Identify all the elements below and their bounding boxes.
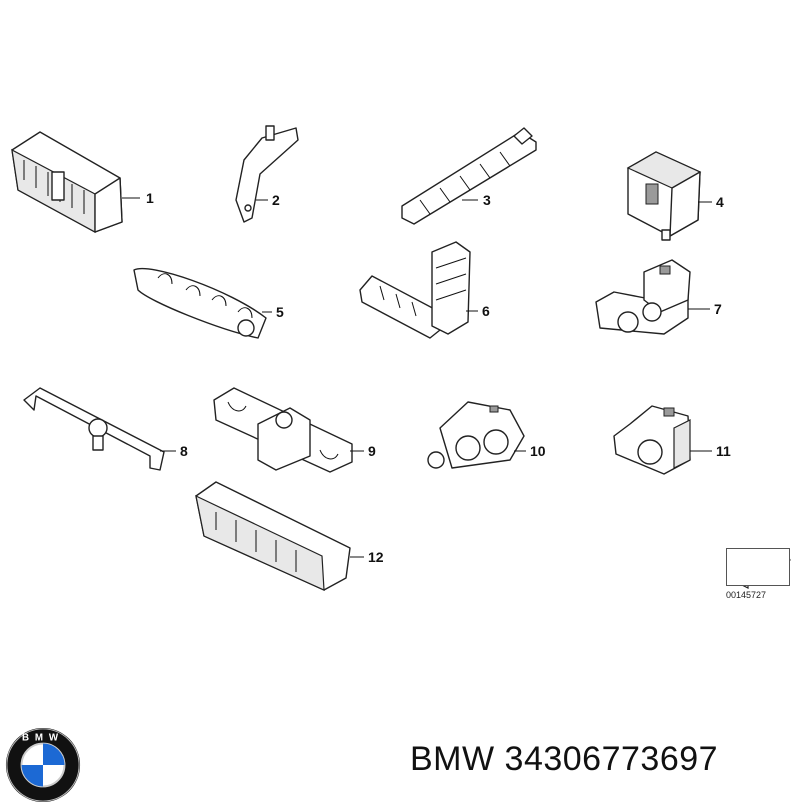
part-4-block-clip xyxy=(626,151,702,241)
part-10-pin-clip xyxy=(427,401,525,469)
callout-6: 6 xyxy=(482,303,490,319)
part-12-bracket xyxy=(195,481,351,591)
part-3-comb-strip xyxy=(401,127,537,225)
part-9-center-clip xyxy=(213,387,353,473)
part-1-bracket xyxy=(11,131,123,234)
callout-8: 8 xyxy=(180,443,188,459)
part-2-strap xyxy=(235,125,299,223)
callout-7: 7 xyxy=(714,301,722,317)
reference-box xyxy=(726,548,790,586)
part-8-plate xyxy=(23,387,165,471)
part-number: 34306773697 xyxy=(504,740,719,778)
callout-10: 10 xyxy=(530,443,546,459)
reference-code: 00145727 xyxy=(726,590,767,600)
callout-4: 4 xyxy=(716,194,724,210)
part-6-l-clip xyxy=(359,241,471,339)
callout-2: 2 xyxy=(272,192,280,208)
svg-text:BMW: BMW xyxy=(22,733,64,744)
part-11-tube-clip xyxy=(613,405,691,475)
callout-11: 11 xyxy=(716,443,731,459)
callout-3: 3 xyxy=(483,192,491,208)
brand-name: BMW xyxy=(410,740,495,778)
callout-1: 1 xyxy=(146,190,154,206)
callout-12: 12 xyxy=(368,549,384,565)
callout-9: 9 xyxy=(368,443,376,459)
part-5-clip-row xyxy=(133,268,267,339)
bmw-logo-icon: BMW xyxy=(5,727,81,803)
part-7-tube-clip xyxy=(595,259,691,335)
callout-5: 5 xyxy=(276,304,284,320)
caption: BMW 34306773697 xyxy=(410,740,718,779)
